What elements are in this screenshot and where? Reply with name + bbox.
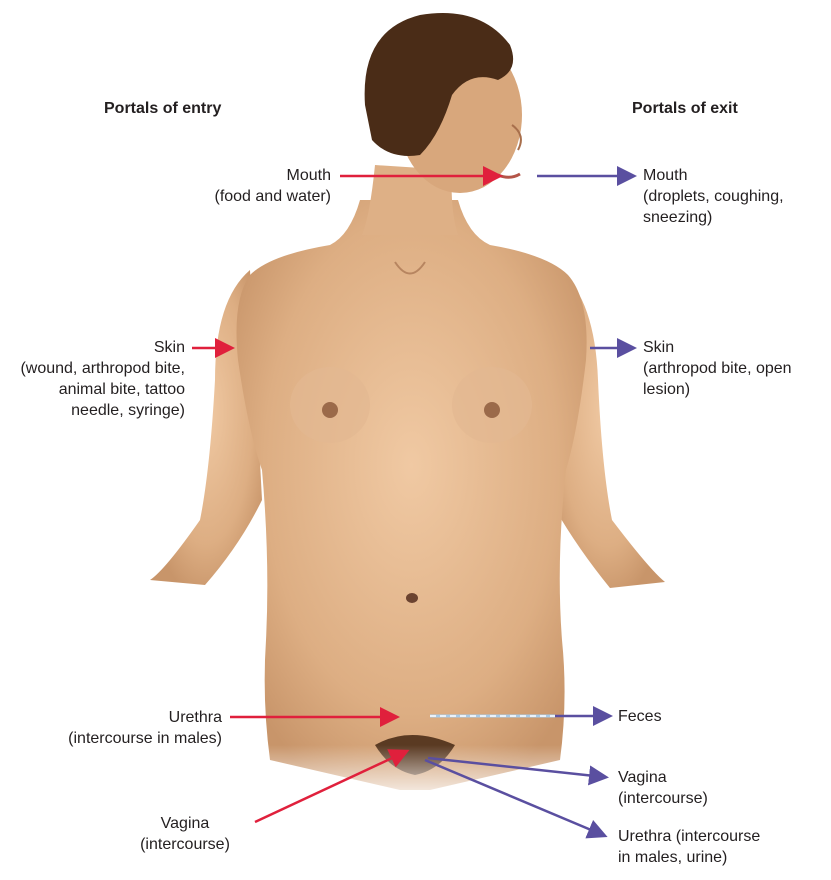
entry-mouth-label: Mouth (food and water) [151, 165, 331, 207]
exit-urethra-title: Urethra (intercourse [618, 826, 818, 847]
exit-mouth-detail: (droplets, coughing, sneezing) [643, 186, 828, 228]
entry-skin-detail: (wound, arthropod bite, animal bite, tat… [5, 358, 185, 421]
entry-mouth-detail: (food and water) [151, 186, 331, 207]
entry-vagina-label: Vagina (intercourse) [115, 813, 255, 855]
entry-mouth-title: Mouth [151, 165, 331, 186]
exit-vagina-title: Vagina [618, 767, 768, 788]
entry-vagina-title: Vagina [115, 813, 255, 834]
exit-vagina-detail: (intercourse) [618, 788, 768, 809]
exit-skin-title: Skin [643, 337, 793, 358]
entry-skin-label: Skin (wound, arthropod bite, animal bite… [5, 337, 185, 421]
entry-urethra-detail: (intercourse in males) [2, 728, 222, 749]
entry-urethra-label: Urethra (intercourse in males) [2, 707, 222, 749]
exit-mouth-label: Mouth (droplets, coughing, sneezing) [643, 165, 828, 228]
entry-skin-title: Skin [5, 337, 185, 358]
exit-vagina-label: Vagina (intercourse) [618, 767, 768, 809]
exit-mouth-title: Mouth [643, 165, 828, 186]
exit-urethra-detail: in males, urine) [618, 847, 818, 868]
entry-vagina-detail: (intercourse) [115, 834, 255, 855]
entry-urethra-title: Urethra [2, 707, 222, 728]
portals-of-exit-heading: Portals of exit [632, 100, 738, 118]
exit-skin-label: Skin (arthropod bite, open lesion) [643, 337, 793, 400]
exit-feces-title: Feces [618, 706, 738, 727]
exit-feces-label: Feces [618, 706, 738, 727]
exit-skin-detail: (arthropod bite, open lesion) [643, 358, 793, 400]
torso [237, 200, 587, 790]
portals-of-entry-heading: Portals of entry [104, 100, 221, 118]
exit-urethra-label: Urethra (intercourse in males, urine) [618, 826, 818, 868]
